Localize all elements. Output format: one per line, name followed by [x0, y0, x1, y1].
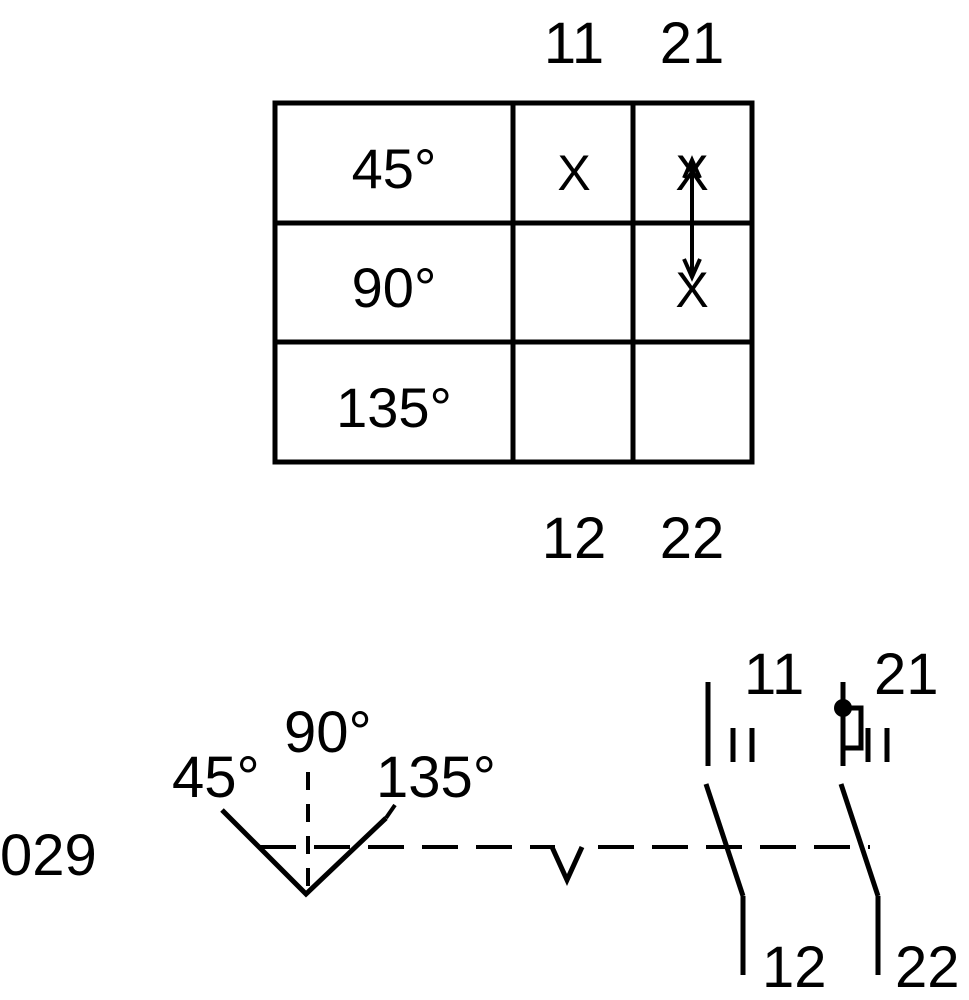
symbol-code: 029 [0, 823, 97, 888]
column-bottom-label: 22 [660, 506, 725, 571]
row-position-label: 135° [336, 376, 452, 439]
angle-label-90: 90° [284, 700, 372, 765]
rotary-actuator-icon [220, 808, 388, 898]
angle-label-45: 45° [172, 745, 260, 810]
double-arrow-icon [682, 155, 702, 282]
row-position-label: 90° [352, 256, 437, 319]
contact-closed-mark: X [557, 145, 590, 201]
latch-icon [549, 845, 585, 887]
terminal-label: 11 [744, 642, 804, 707]
terminal-label: 12 [762, 935, 827, 1000]
contact-11-12: 11 12 [703, 642, 827, 1000]
position-line-135 [384, 803, 397, 820]
row-position-label: 45° [352, 137, 437, 200]
column-bottom-label: 12 [542, 506, 607, 571]
contact-21-22: 21 22 [834, 642, 960, 1000]
contact-table: 11 21 12 22 45° 90° 135° X X X [272, 11, 755, 571]
column-top-label: 11 [544, 11, 604, 76]
interlock-bracket-icon [843, 705, 864, 751]
angle-label-135: 135° [376, 745, 496, 810]
terminal-label: 21 [874, 642, 939, 707]
column-top-label: 21 [660, 11, 725, 76]
switch-symbol: 029 45° 90° 135° 11 12 [0, 642, 960, 1000]
terminal-label: 22 [895, 935, 960, 1000]
